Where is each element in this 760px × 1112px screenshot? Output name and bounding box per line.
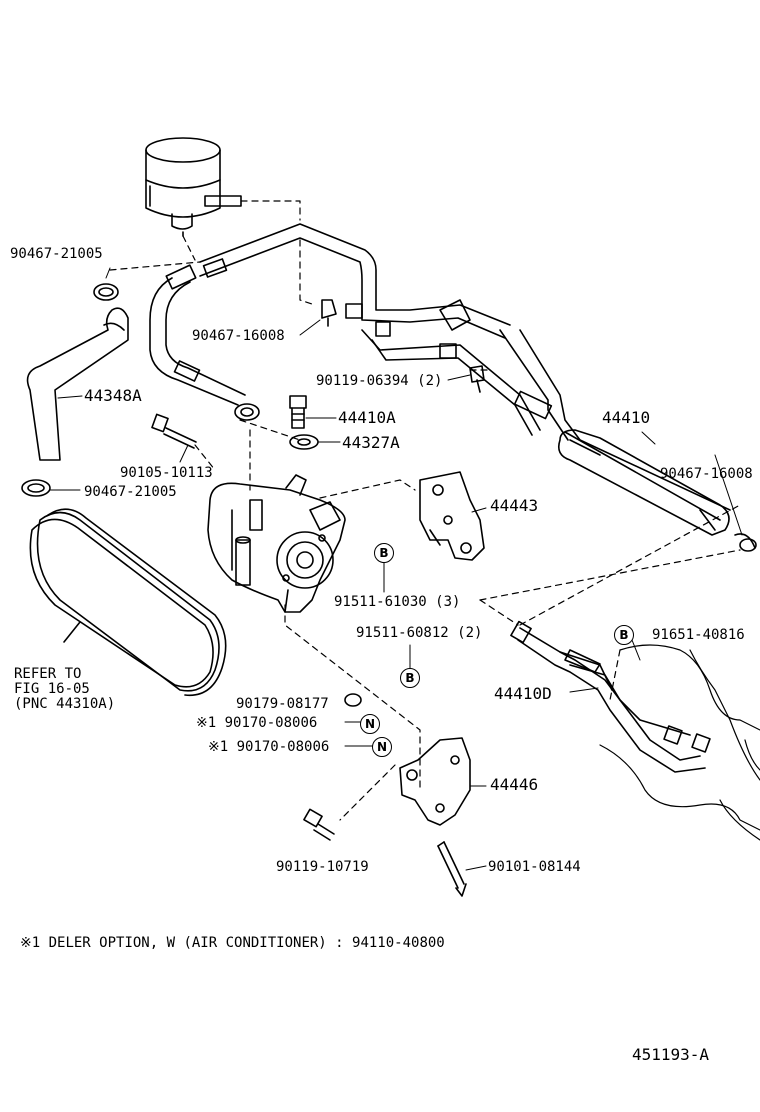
part-label-44410d: 44410D [494, 684, 552, 703]
bolt-90119-06394 [469, 365, 485, 393]
refer-note-line2: FIG 16-05 [14, 681, 90, 697]
hose-clamp-bottom [21, 479, 51, 497]
hose-clamp-top [93, 283, 119, 301]
refer-note-line3: (PNC 44310A) [14, 696, 116, 712]
union-bolt-44410a [289, 395, 307, 429]
v-belt [29, 508, 227, 697]
leader-lines [109, 200, 741, 821]
bracket-44446 [399, 737, 471, 826]
pressure-tube-44410d [510, 620, 711, 773]
part-label-90467-16008-mid: 90467-16008 [192, 328, 285, 344]
part-label-90101-08144: 90101-08144 [488, 859, 581, 875]
part-label-90119-06394: 90119-06394 (2) [316, 373, 443, 389]
power-steering-pump [207, 474, 346, 613]
part-label-44410: 44410 [602, 408, 651, 427]
part-label-90467-16008-right: 90467-16008 [660, 466, 753, 482]
part-label-90170-08006-a: ※1 90170-08006 [196, 715, 318, 731]
clip-90467-16008 [321, 299, 337, 327]
label-leaders [49, 267, 743, 871]
bolt-90105 [151, 413, 197, 449]
part-label-90467-21005-bottom: 90467-21005 [84, 484, 177, 500]
steering-gear-housing [599, 644, 760, 841]
callout-n-2: N [372, 737, 392, 757]
figure-id: 451193-A [632, 1045, 710, 1064]
part-label-91511-60812: 91511-60812 (2) [356, 625, 483, 641]
part-label-90119-10719: 90119-10719 [276, 859, 369, 875]
pressure-pipe-top [199, 223, 541, 436]
bolt-90119-10719 [303, 808, 335, 841]
refer-note-line1: REFER TO [14, 666, 82, 682]
suction-hose [26, 307, 129, 461]
part-label-90170-08006-b: ※1 90170-08006 [208, 739, 330, 755]
reservoir-tank [145, 137, 242, 237]
part-label-44446: 44446 [490, 775, 539, 794]
part-label-90467-21005-top: 90467-21005 [10, 246, 103, 262]
part-label-44327a: 44327A [342, 433, 400, 452]
pressure-pipe-assembly [499, 329, 757, 552]
part-label-44410a: 44410A [338, 408, 396, 427]
nut-90179-08177 [344, 693, 362, 707]
callout-n-1: N [360, 714, 380, 734]
part-label-90105-10113: 90105-10113 [120, 465, 213, 481]
stud-90101-08144 [437, 841, 467, 897]
part-label-44443: 44443 [490, 496, 539, 515]
callout-b-2: B [400, 668, 420, 688]
gasket-44327a [289, 434, 319, 450]
part-label-44348a: 44348A [84, 386, 142, 405]
bracket-44443 [419, 471, 485, 561]
part-label-91651-40816: 91651-40816 [652, 627, 745, 643]
footnote-dealer-option: ※1 DELER OPTION, W (AIR CONDITIONER) : 9… [20, 935, 445, 951]
callout-b-3: B [614, 625, 634, 645]
return-hose [149, 264, 260, 421]
callout-b-1: B [374, 543, 394, 563]
part-label-91511-61030: 91511-61030 (3) [334, 594, 461, 610]
part-label-90179-08177: 90179-08177 [236, 696, 329, 712]
